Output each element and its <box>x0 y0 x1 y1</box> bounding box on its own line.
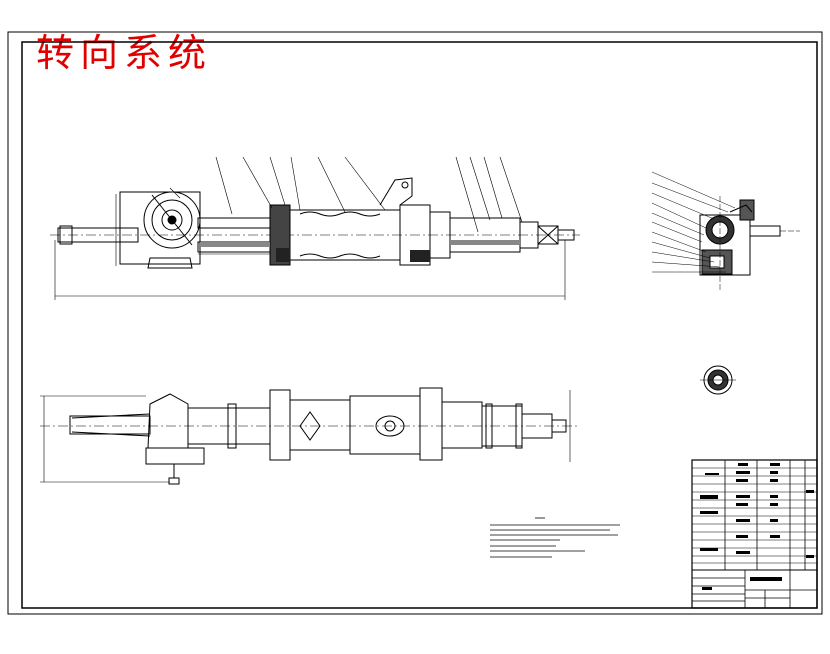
detail-view-circle <box>700 365 736 395</box>
inner-border <box>21 41 818 609</box>
drawing-title: 转向系统 <box>36 31 213 75</box>
technical-notes <box>490 517 620 558</box>
main-section-view <box>50 156 580 300</box>
exterior-view <box>40 387 580 485</box>
side-section-view <box>651 171 800 290</box>
title-block <box>691 459 818 609</box>
outer-border <box>7 31 823 615</box>
